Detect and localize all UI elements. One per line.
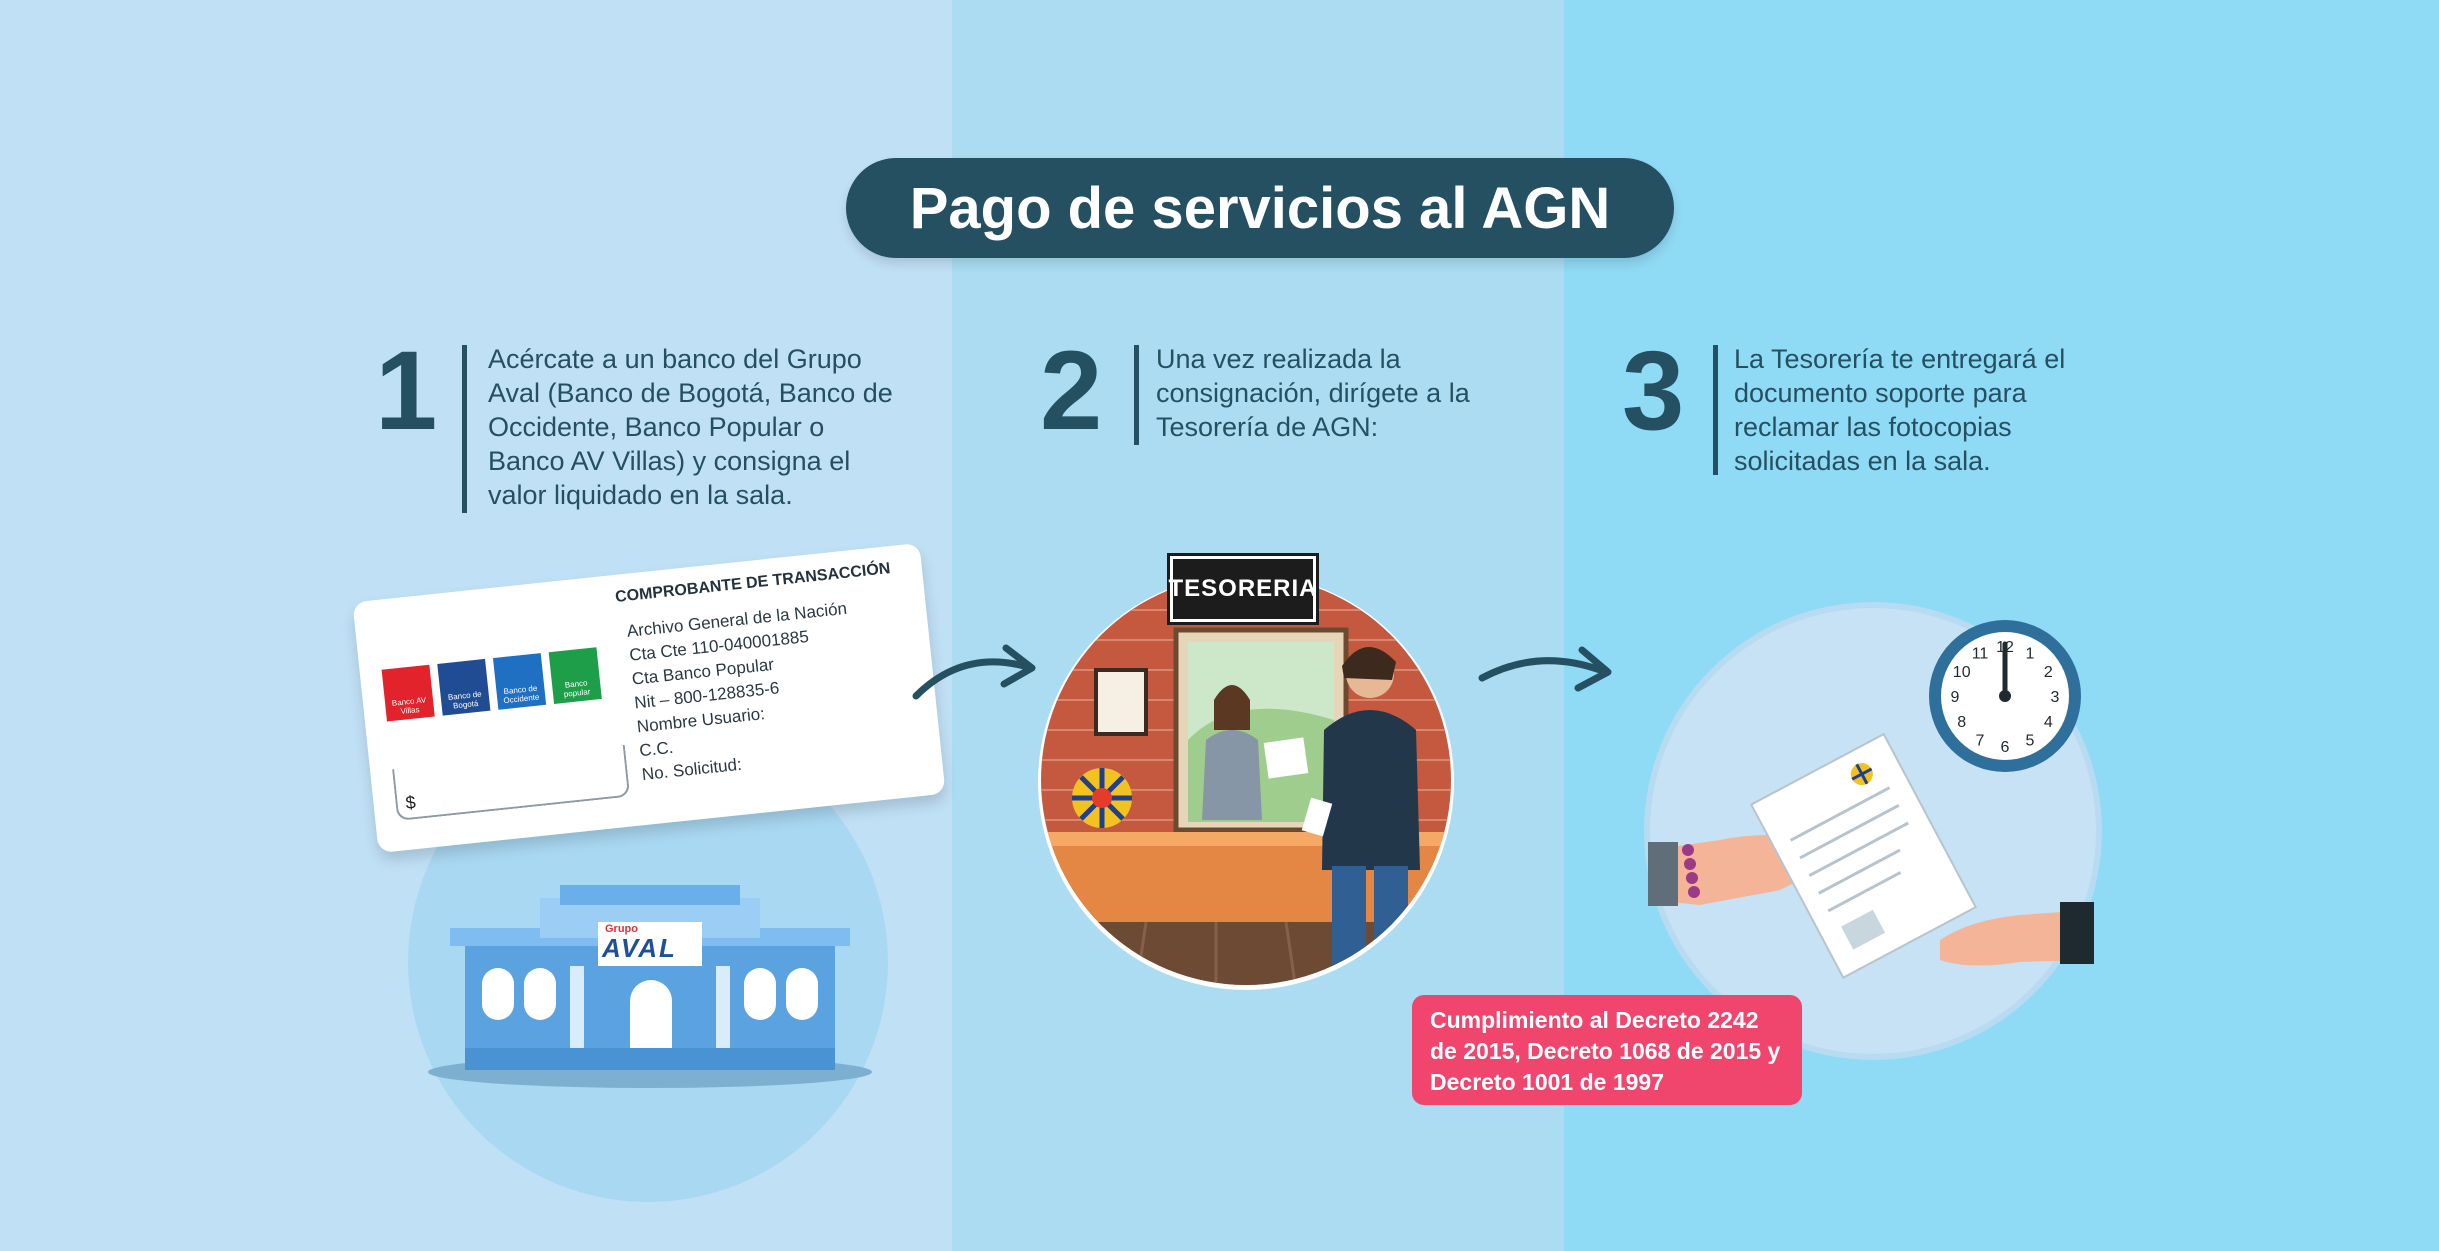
step-3-text: La Tesorería te entregará el documento s… xyxy=(1734,344,2066,476)
aval-brand-label: AVAL xyxy=(602,933,677,963)
step-1-divider xyxy=(462,345,467,513)
step-3-divider xyxy=(1713,345,1718,475)
logo-banco-occidente: Banco de Occidente xyxy=(492,653,547,710)
treasury-sign: TESORERIA xyxy=(1169,556,1317,622)
step-3-number: 3 xyxy=(1622,328,1685,453)
amount-field: $ xyxy=(392,744,631,821)
arrow-right-icon xyxy=(912,644,1036,700)
step-1-number: 1 xyxy=(375,328,438,453)
clock-numeral: 10 xyxy=(1953,664,1971,681)
bank-logos: Banco AV Villas Banco de Bogotá Banco de… xyxy=(381,647,602,722)
clock-numeral: 3 xyxy=(2051,689,2060,706)
receipt-line: C.C. xyxy=(638,737,675,761)
step-1-text: Acércate a un banco del Grupo Aval (Banc… xyxy=(488,344,893,510)
step-2-divider xyxy=(1134,345,1139,445)
clock-numeral: 7 xyxy=(1976,732,1985,749)
aval-small-label: Grupo xyxy=(605,923,638,935)
dollar-sign: $ xyxy=(404,792,417,813)
step-2-number: 2 xyxy=(1040,328,1103,453)
clock-numeral: 2 xyxy=(2044,664,2053,681)
legal-notice: Cumplimiento al Decreto 2242 de 2015, De… xyxy=(1412,995,1802,1105)
clock-numeral: 6 xyxy=(2001,739,2010,756)
clock-numeral: 5 xyxy=(2026,732,2035,749)
arrow-right-icon xyxy=(1478,646,1612,692)
logo-banco-popular: Banco popular xyxy=(548,647,602,704)
logo-av-villas: Banco AV Villas xyxy=(381,664,435,722)
clock-numeral: 9 xyxy=(1951,689,1960,706)
step-2-text: Una vez realizada la consignación, diríg… xyxy=(1156,344,1470,442)
logo-banco-bogota: Banco de Bogotá xyxy=(437,658,491,716)
treasury-illustration xyxy=(1038,574,1454,990)
clock-numeral: 11 xyxy=(1972,646,1989,663)
clock-numeral: 12 xyxy=(1996,639,2014,656)
clock-numeral: 8 xyxy=(1957,714,1966,731)
bank-building-illustration xyxy=(428,885,872,1088)
page-title: Pago de servicios al AGN xyxy=(846,158,1674,258)
clock-numeral: 4 xyxy=(2044,714,2053,731)
document-handoff-illustration xyxy=(1648,732,2094,979)
clock-numeral: 1 xyxy=(2026,646,2035,663)
